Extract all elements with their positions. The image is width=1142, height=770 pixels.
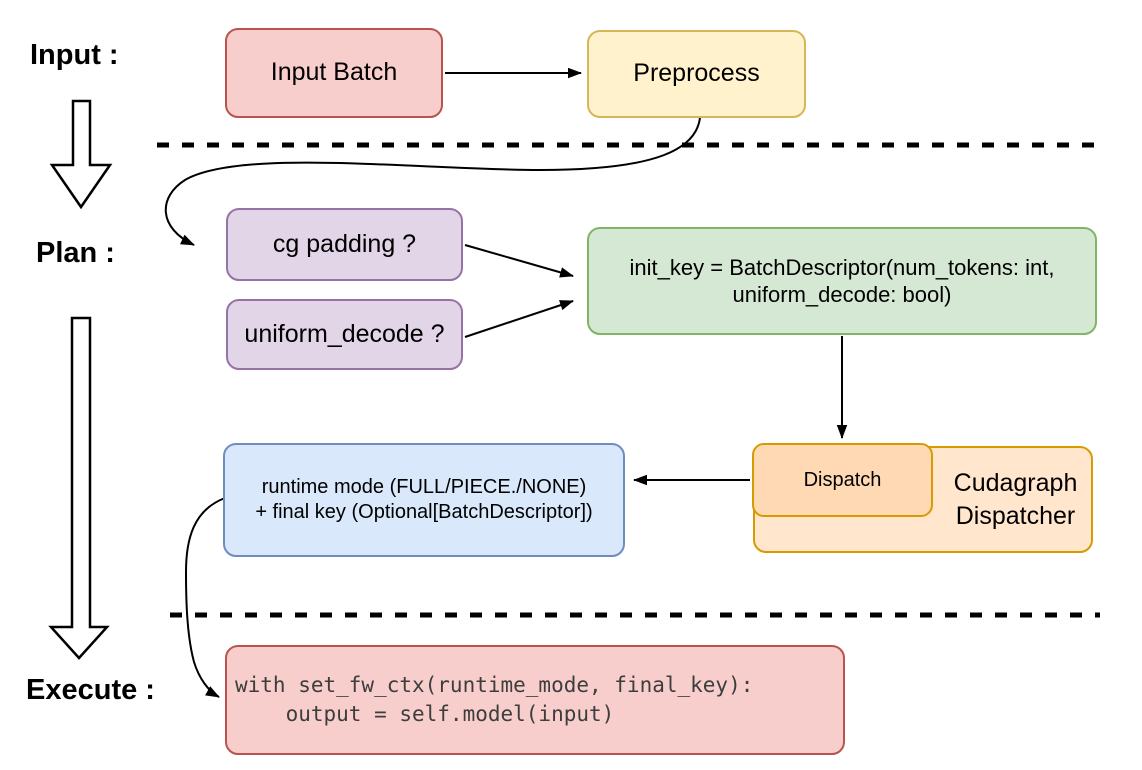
node-input-batch: Input Batch [225, 28, 443, 118]
node-preprocess-label: Preprocess [633, 59, 760, 88]
stage-label-input: Input : [30, 39, 119, 71]
node-execute-code-line2: output = self.model(input) [235, 702, 615, 726]
stage-arrow-input-to-plan-icon [49, 99, 113, 210]
node-preprocess: Preprocess [587, 30, 806, 118]
node-uniform-decode-label: uniform_decode ? [244, 319, 445, 348]
node-init-key: init_key = BatchDescriptor(num_tokens: i… [587, 227, 1097, 335]
node-input-batch-label: Input Batch [270, 58, 398, 87]
node-cudagraph-dispatcher-label: Cudagraph Dispatcher [936, 448, 1095, 551]
node-uniform-decode: uniform_decode ? [226, 299, 463, 370]
node-init-key-line1: init_key = BatchDescriptor(num_tokens: i… [629, 254, 1055, 280]
stage-arrow-plan-to-execute-icon [48, 316, 110, 660]
node-runtime-mode: runtime mode (FULL/PIECE./NONE) + final … [223, 443, 625, 557]
node-execute-code-line1: with set_fw_ctx(runtime_mode, final_key)… [235, 672, 754, 697]
arrow-preprocess-to-plan [164, 117, 701, 246]
arrow-cg-padding-to-init-key [464, 244, 574, 278]
node-cudagraph-line1: Cudagraph [953, 469, 1078, 497]
stage-label-execute: Execute : [26, 674, 155, 706]
node-init-key-line2: uniform_decode: bool) [732, 282, 952, 307]
node-runtime-line2: + final key (Optional[BatchDescriptor]) [255, 501, 593, 523]
node-cg-padding-label: cg padding ? [272, 229, 417, 258]
arrow-uniform-decode-to-init-key [464, 300, 574, 338]
node-cudagraph-line2: Dispatcher [955, 501, 1076, 530]
node-dispatch: Dispatch [752, 443, 933, 517]
node-runtime-line1: runtime mode (FULL/PIECE./NONE) [261, 476, 587, 498]
node-cg-padding: cg padding ? [226, 208, 463, 281]
arrow-runtime-mode-to-execute [184, 497, 226, 698]
node-dispatch-label: Dispatch [803, 468, 882, 491]
stage-label-plan: Plan : [36, 237, 115, 269]
node-execute-code: with set_fw_ctx(runtime_mode, final_key)… [225, 645, 845, 755]
